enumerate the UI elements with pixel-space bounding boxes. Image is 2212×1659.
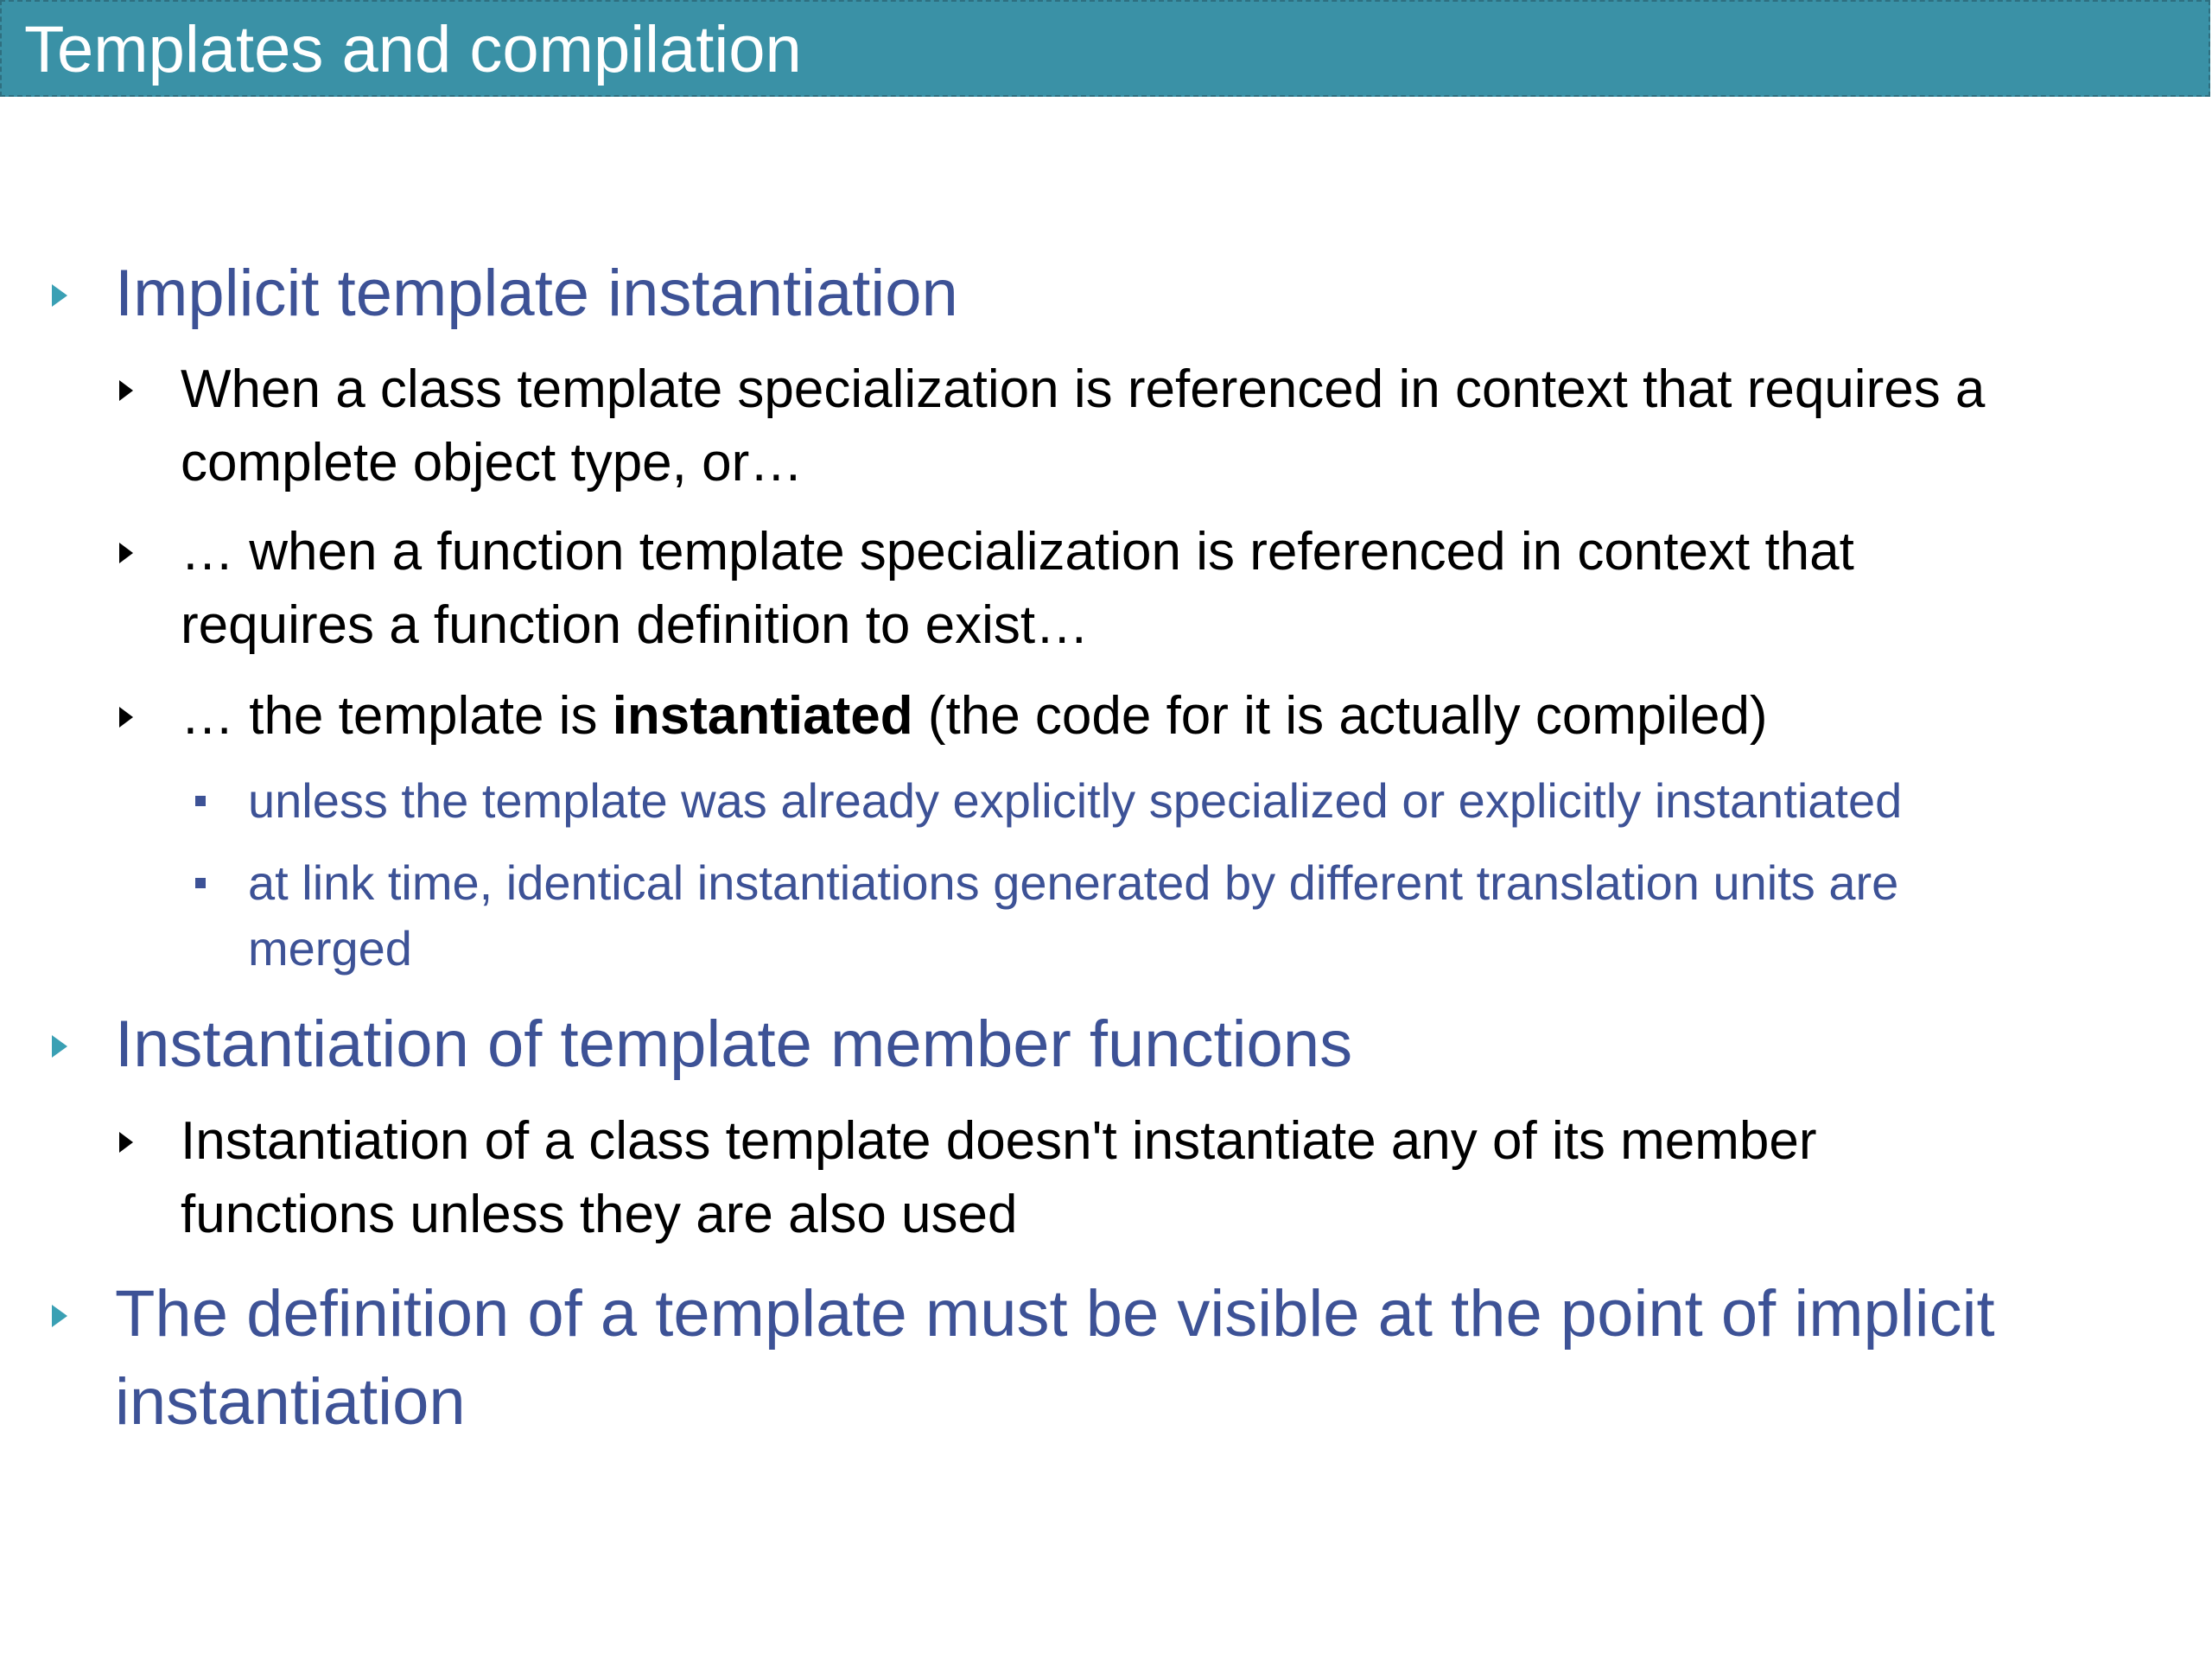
square-bullet-icon	[195, 878, 206, 888]
bullet-arrow-icon	[52, 284, 67, 307]
slide-title-bar: Templates and compilation	[0, 0, 2210, 97]
sub-sub-bullet-explicit: unless the template was already explicit…	[248, 773, 1903, 828]
bullet-arrow-icon	[52, 1035, 67, 1058]
sub-sub-bullet-link-time-line1: at link time, identical instantiations g…	[248, 855, 1899, 910]
sub-bullet-class-template-line1: When a class template specialization is …	[181, 359, 1986, 419]
sub-sub-bullet-link-time-line2: merged	[248, 921, 412, 976]
square-bullet-icon	[195, 796, 206, 806]
sub-bullet-member-functions-line2: functions unless they are also used	[181, 1185, 1018, 1244]
bullet-heading-definition-line2: instantiation	[115, 1365, 466, 1439]
bullet-heading-implicit-instantiation: Implicit template instantiation	[115, 257, 958, 330]
instantiated-text-post: (the code for it is actually compiled)	[912, 686, 1768, 746]
bullet-arrow-icon	[52, 1305, 67, 1327]
instantiated-text-pre: … the template is	[181, 686, 613, 746]
instantiated-text-bold: instantiated	[612, 686, 913, 746]
sub-bullet-function-template-line1: … when a function template specializatio…	[181, 522, 1854, 582]
sub-bullet-arrow-icon	[119, 1132, 133, 1153]
bullet-heading-member-functions: Instantiation of template member functio…	[115, 1007, 1353, 1081]
sub-bullet-arrow-icon	[119, 707, 133, 728]
slide-title: Templates and compilation	[24, 13, 802, 86]
sub-bullet-instantiated: … the template is instantiated (the code…	[181, 680, 1768, 753]
sub-bullet-function-template-line2: requires a function definition to exist…	[181, 595, 1090, 655]
sub-bullet-arrow-icon	[119, 543, 133, 563]
sub-bullet-member-functions-line1: Instantiation of a class template doesn'…	[181, 1111, 1817, 1171]
bullet-heading-definition-line1: The definition of a template must be vis…	[115, 1277, 1995, 1351]
sub-bullet-class-template-line2: complete object type, or…	[181, 433, 804, 493]
sub-bullet-arrow-icon	[119, 380, 133, 401]
